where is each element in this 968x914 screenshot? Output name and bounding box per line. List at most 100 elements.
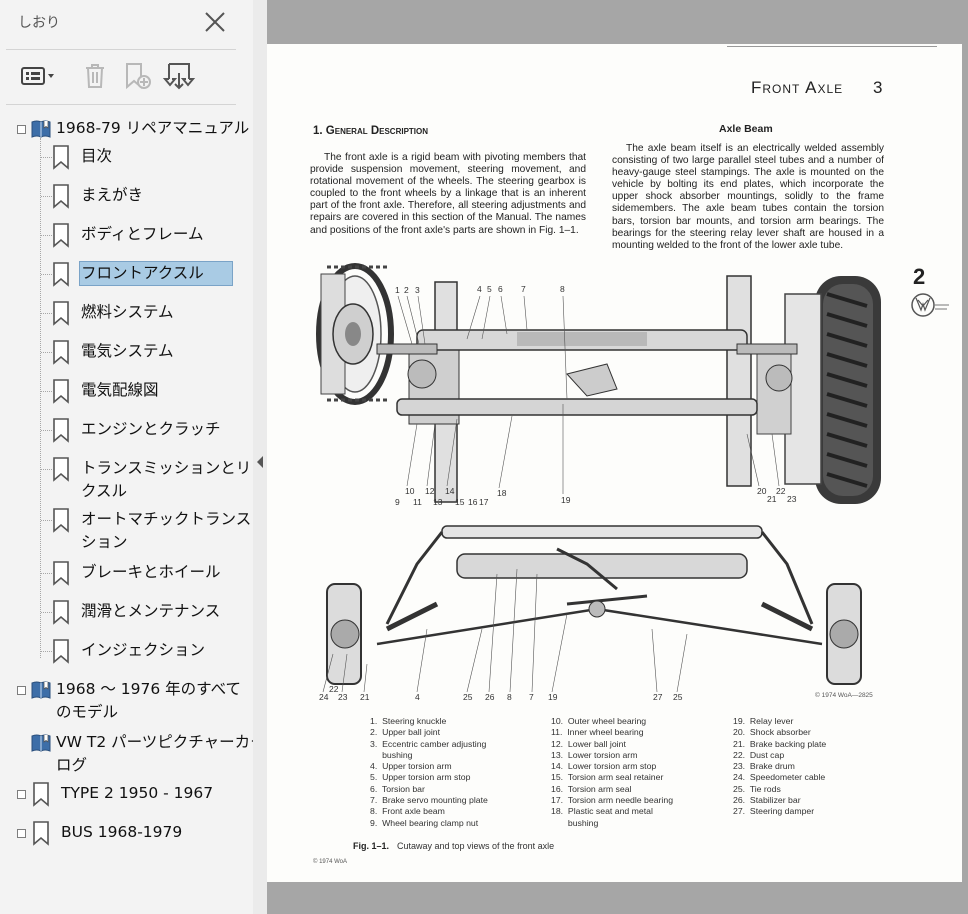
bookmark-icon [50, 300, 72, 333]
divider [6, 104, 236, 105]
options-menu-button[interactable] [16, 60, 60, 92]
tree-connector [41, 313, 52, 314]
bookmark-item[interactable]: エンジンとクラッチ [0, 418, 250, 444]
bookmark-item[interactable]: フロントアクスル [0, 261, 250, 288]
svg-text:8: 8 [507, 692, 512, 702]
tree-connector [41, 430, 52, 431]
intro-paragraph: The front axle is a rigid beam with pivo… [310, 152, 586, 236]
bookmark-icon [50, 638, 72, 671]
trash-icon [86, 64, 104, 88]
legend-item: 22. Dust cap [733, 749, 785, 760]
bookmark-expand-icon [162, 63, 196, 90]
svg-text:25: 25 [673, 692, 683, 702]
svg-text:3: 3 [415, 285, 420, 295]
legend-item: 11. Inner wheel bearing [551, 727, 644, 738]
legend-item: 24. Speedometer cable [733, 772, 826, 783]
tree-connector [41, 352, 52, 353]
bookmark-label: インジェクション [81, 641, 206, 659]
svg-text:4: 4 [415, 692, 420, 702]
svg-text:21: 21 [360, 692, 370, 702]
bookmark-item[interactable]: ボディとフレーム [0, 223, 250, 249]
legend-item: 2. Upper ball joint [370, 727, 441, 738]
figure-label: Fig. 1–1. [353, 841, 390, 851]
svg-text:7: 7 [529, 692, 534, 702]
book-bookmark-icon [30, 732, 52, 761]
bookmark-item[interactable]: BUS 1968-1979 [0, 821, 250, 847]
bookmark-item[interactable]: 1968 ～ 1976 年のすべてのモデル [0, 678, 250, 724]
tree-connector [41, 196, 52, 197]
new-bookmark-button[interactable] [120, 60, 156, 92]
close-icon[interactable] [202, 9, 228, 35]
bookmark-item[interactable]: オートマチックトランスミッション [0, 508, 282, 554]
legend-item: 12. Lower ball joint [551, 738, 626, 749]
bookmark-item[interactable]: まえがき [0, 184, 250, 210]
bookmark-label: ブレーキとホイール [81, 563, 221, 581]
legend-item: 18. Plastic seat and metal [551, 806, 653, 817]
book-bookmark-icon [30, 118, 52, 147]
svg-text:12: 12 [425, 486, 435, 496]
legend-item: 9. Wheel bearing clamp nut [370, 817, 479, 828]
bookmark-item[interactable]: 潤滑とメンテナンス [0, 600, 250, 626]
bookmark-label: フロントアクスル [79, 261, 233, 286]
bookmark-icon [50, 144, 72, 177]
svg-text:22: 22 [776, 486, 786, 496]
divider [6, 49, 236, 50]
book-bookmark-icon [30, 679, 52, 708]
bookmark-icon [30, 781, 52, 814]
add-bookmark-icon [126, 63, 151, 90]
tree-connector [41, 469, 52, 470]
lower-leader-lines [322, 568, 688, 693]
top-view-drawing [326, 525, 862, 685]
bookmark-item[interactable]: 電気システム [0, 340, 250, 366]
legend-item: 19. Relay lever [733, 716, 794, 726]
header-title: Front Axle [751, 78, 844, 97]
svg-text:13: 13 [433, 497, 443, 507]
bookmark-item[interactable]: 1968-79 リペアマニュアル [0, 117, 250, 143]
collapse-toggle-icon[interactable] [17, 125, 26, 134]
svg-text:10: 10 [405, 486, 415, 496]
expand-toggle-icon[interactable] [17, 790, 26, 799]
svg-text:23: 23 [787, 494, 797, 504]
bookmark-label: トランスミッションとリアア [81, 459, 283, 477]
bookmark-label: 1968 ～ 1976 年のすべて [56, 680, 241, 698]
delete-bookmark-button[interactable] [80, 60, 110, 92]
bookmark-label: VW T2 パーツピクチャーカタ [56, 733, 266, 751]
collapse-panel-icon[interactable] [255, 455, 265, 469]
tree-connector [41, 651, 52, 652]
expand-toggle-icon[interactable] [17, 686, 26, 695]
legend-item: 23. Brake drum [733, 761, 795, 772]
bookmark-item[interactable]: 燃料システム [0, 301, 250, 327]
vw-logo-icon [911, 293, 949, 317]
panel-splitter[interactable] [253, 0, 267, 914]
bookmark-label: エンジンとクラッチ [81, 420, 221, 438]
tree-connector [41, 391, 52, 392]
legend-item: 25. Tie rods [733, 783, 781, 794]
expand-toggle-icon[interactable] [17, 829, 26, 838]
bookmark-icon [50, 560, 72, 593]
bookmark-item[interactable]: ブレーキとホイール [0, 561, 250, 587]
tree-connector [41, 612, 52, 613]
legend-item: 8. Front axle beam [370, 806, 445, 817]
legend-item: 21. Brake backing plate [733, 738, 827, 749]
bookmark-item[interactable]: VW T2 パーツピクチャーカタログ [0, 731, 266, 777]
bookmark-label: オートマチックトランスミッ [81, 510, 283, 528]
bookmark-item[interactable]: インジェクション [0, 639, 250, 665]
bookmark-item[interactable]: トランスミッションとリアアクスル [0, 457, 282, 503]
list-options-icon [21, 67, 54, 85]
bookmark-label-line2: クスル [81, 482, 128, 500]
svg-text:17: 17 [479, 497, 489, 507]
bookmark-icon [50, 339, 72, 372]
bookmark-label-line2: ログ [56, 756, 88, 774]
bookmark-icon [50, 417, 72, 450]
legend-item: 5. Upper torsion arm stop [370, 772, 471, 783]
expand-bookmark-button[interactable] [160, 60, 198, 92]
figure-caption: Cutaway and top views of the front axle [397, 841, 555, 851]
bookmark-item[interactable]: TYPE 2 1950 - 1967 [0, 782, 250, 808]
bookmark-item[interactable]: 電気配線図 [0, 379, 250, 405]
bookmark-icon [30, 820, 52, 853]
bookmark-item[interactable]: 目次 [0, 145, 250, 171]
bookmark-label: 電気システム [81, 342, 174, 360]
svg-text:15: 15 [455, 497, 465, 507]
